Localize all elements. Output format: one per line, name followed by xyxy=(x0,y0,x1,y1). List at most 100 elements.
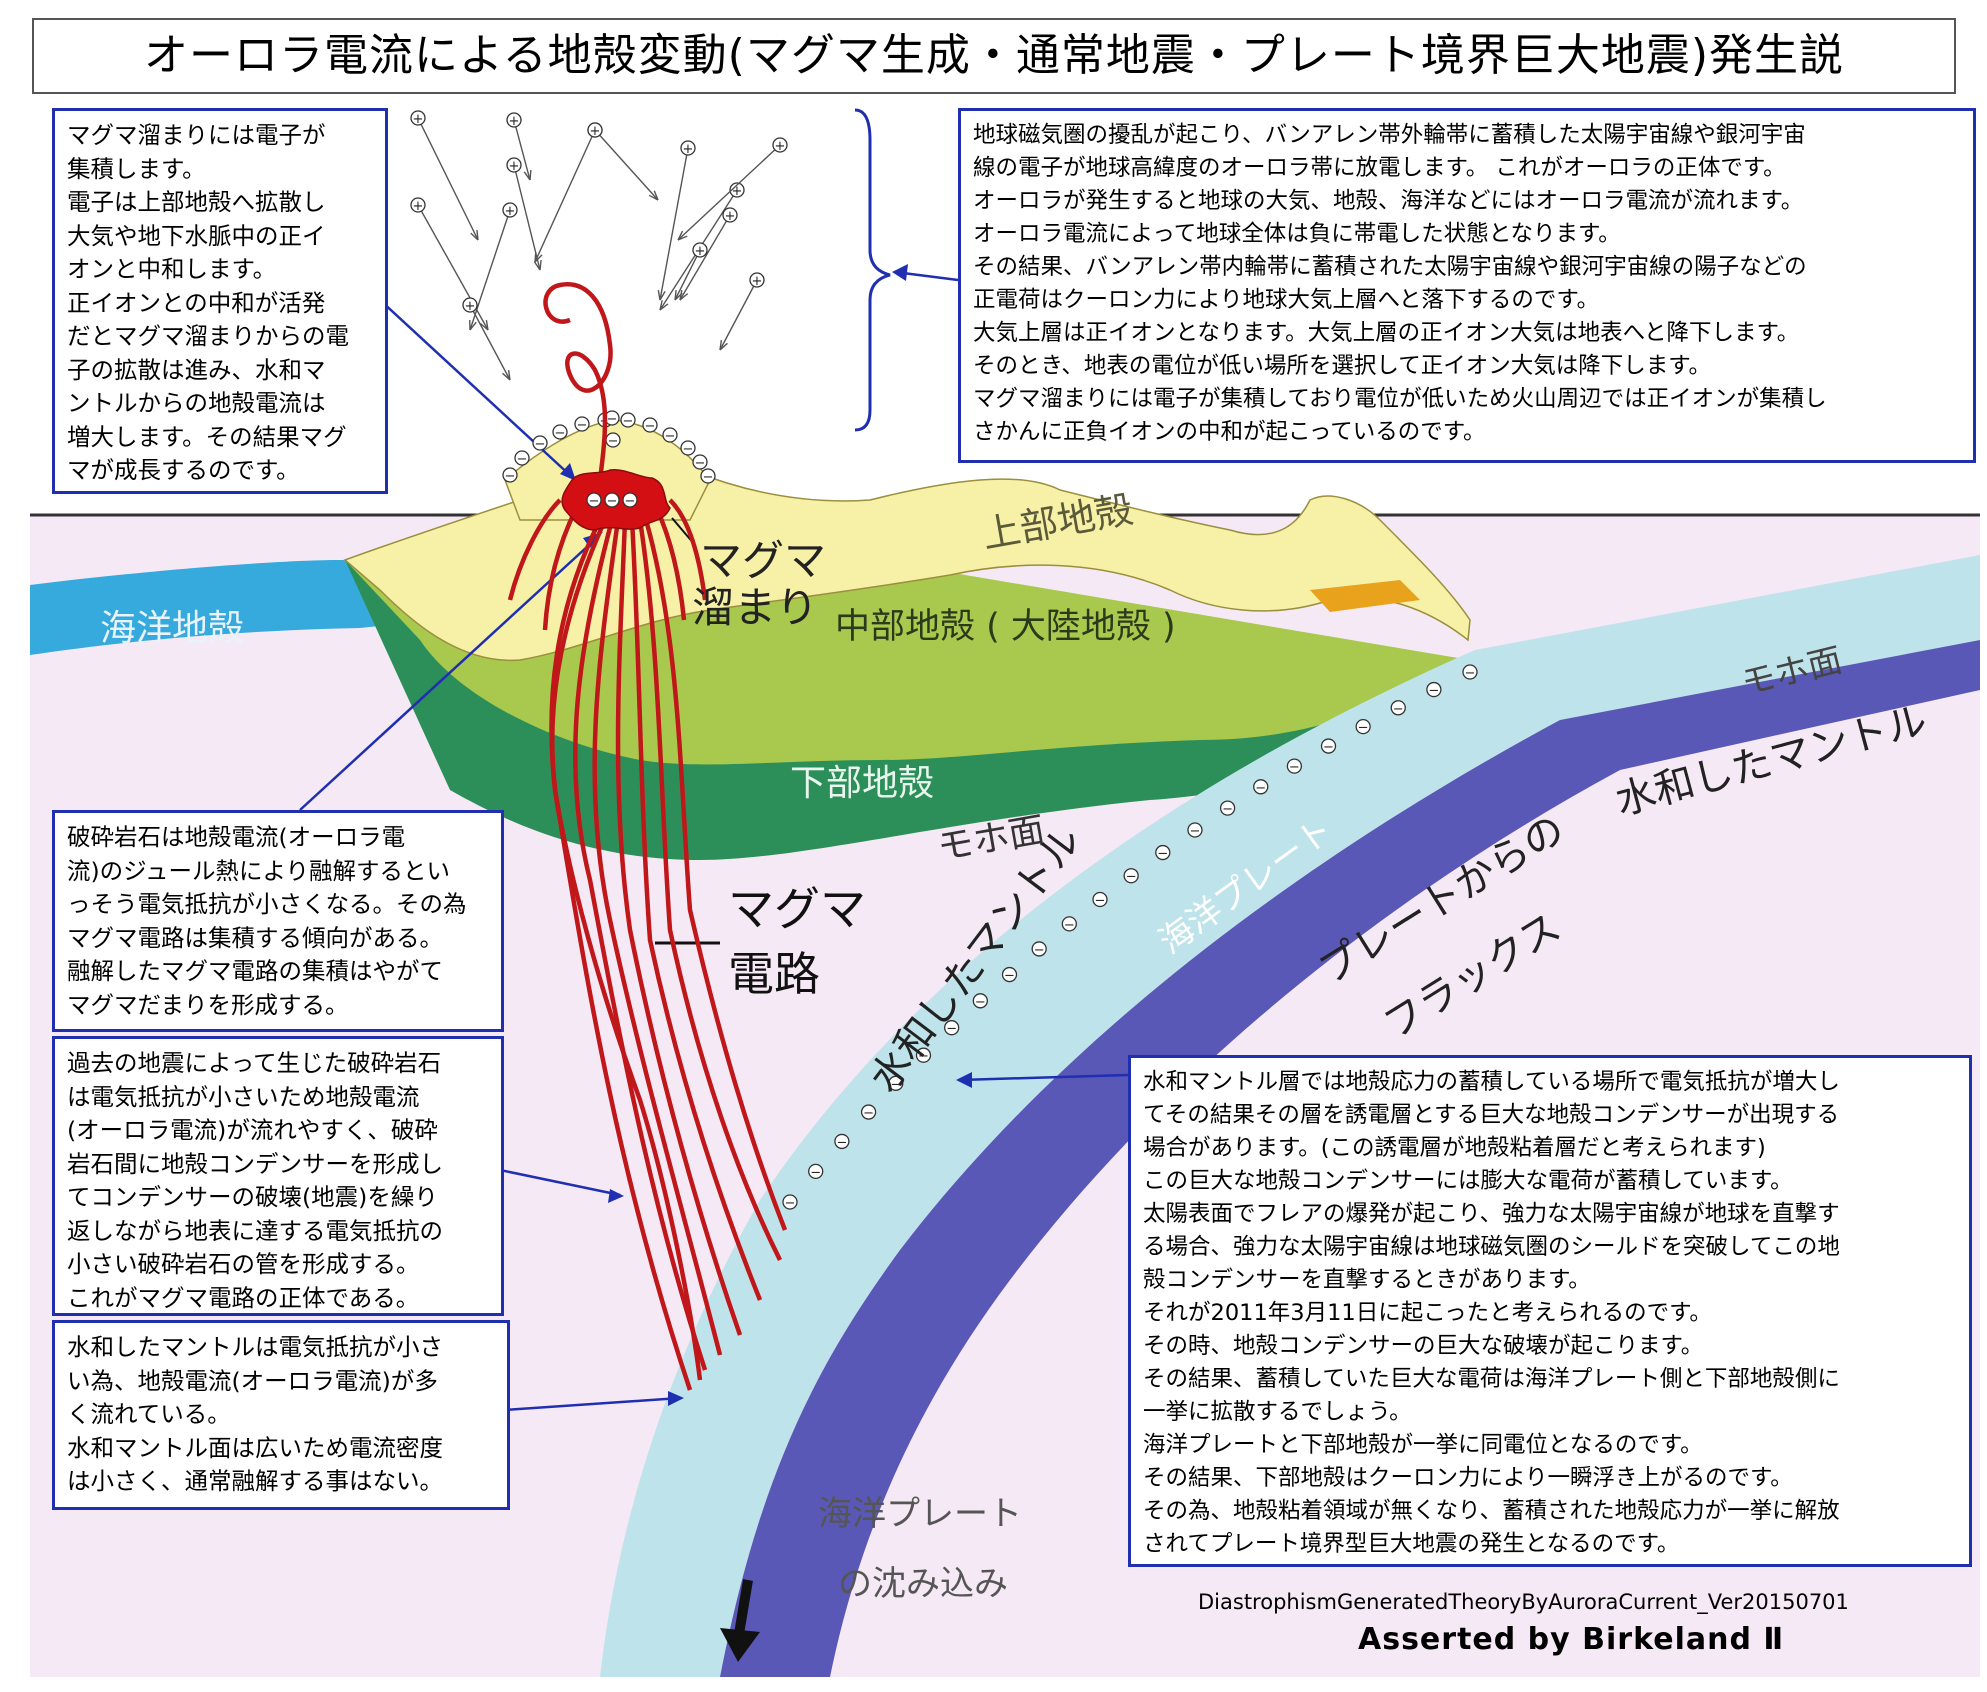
electron-sign: − xyxy=(517,452,528,467)
electron-symbol xyxy=(532,435,548,451)
proton-ray xyxy=(513,119,531,181)
electron-symbol xyxy=(700,468,716,484)
electron-symbol xyxy=(552,424,568,440)
proton-ray-head xyxy=(674,289,683,301)
proton-symbol xyxy=(462,297,478,313)
chamber-electron-sign: − xyxy=(589,494,600,509)
electron-sign: − xyxy=(1323,740,1334,755)
note-aurora: 地球磁気圏の擾乱が起こり、バンアレン帯外輪帯に蓄積した太陽宇宙線や銀河宇宙 線の… xyxy=(958,108,1976,463)
proton-sign: + xyxy=(413,199,424,214)
label-subduction-1: 海洋プレート xyxy=(818,1494,1022,1534)
chamber-electron-sign: − xyxy=(625,494,636,509)
proton-sign: + xyxy=(732,184,743,199)
proton-ray-head xyxy=(657,290,666,301)
electron-symbol xyxy=(680,440,696,456)
electron-sign: − xyxy=(1289,760,1300,775)
electron-symbol xyxy=(1061,916,1077,932)
chamber-electron-sign: − xyxy=(607,494,618,509)
electron-sign: − xyxy=(1255,781,1266,796)
proton-symbol xyxy=(410,197,426,213)
proton-ray-head xyxy=(534,251,543,263)
electron-sign: − xyxy=(1157,847,1168,862)
proton-sign: + xyxy=(509,114,520,129)
electron-symbol xyxy=(782,1194,798,1210)
proton-sign: + xyxy=(509,159,520,174)
electron-sign: − xyxy=(505,469,516,484)
page-title: オーロラ電流による地殻変動(マグマ生成・通常地震・プレート境界巨大地震)発生説 xyxy=(32,18,1956,94)
version-label: DiastrophismGeneratedTheoryByAuroraCurre… xyxy=(1198,1590,1849,1614)
proton-ray-head xyxy=(533,259,542,271)
proton-ray xyxy=(594,129,659,201)
sediment-wedge xyxy=(1310,580,1420,612)
electron-sign: − xyxy=(645,419,656,434)
note-megaquake: 水和マントル層では地殻応力の蓄積している場所で電気抵抗が増大し てその結果その層… xyxy=(1128,1055,1972,1567)
proton-symbol xyxy=(772,137,788,153)
label-subduction-2: の沈み込み xyxy=(838,1564,1008,1604)
electron-symbol xyxy=(860,1104,877,1120)
electron-sign: − xyxy=(946,1022,957,1037)
proton-sign: + xyxy=(413,112,424,127)
electron-symbol xyxy=(834,1133,850,1150)
proton-sign: + xyxy=(752,274,763,289)
proton-ray-head xyxy=(659,300,669,311)
proton-ray xyxy=(417,117,479,241)
arrow-megaquake xyxy=(959,1073,1129,1082)
electron-sign: − xyxy=(607,412,618,427)
electron-symbol xyxy=(972,993,988,1009)
electron-symbol xyxy=(1092,891,1108,908)
author-label: Asserted by Birkeland Ⅱ xyxy=(1358,1622,1785,1657)
hydrated-mantle-band xyxy=(600,555,1980,1677)
chamber-electrons: −−− xyxy=(586,492,638,509)
proton-ray xyxy=(677,144,781,241)
electron-symbol xyxy=(808,1163,824,1180)
electron-symbol xyxy=(1123,868,1139,884)
proton-symbol xyxy=(749,272,765,288)
proton-rays: ++++++++++++++ xyxy=(410,110,788,381)
electron-sign: − xyxy=(577,418,588,433)
electron-symbol xyxy=(662,427,678,443)
electron-sign: − xyxy=(1095,894,1106,909)
proton-ray xyxy=(534,129,596,263)
proton-ray xyxy=(719,279,758,351)
electron-symbol xyxy=(888,1075,904,1091)
electron-symbol xyxy=(1355,718,1371,735)
electron-sign: − xyxy=(1393,702,1404,717)
electron-sign: − xyxy=(1190,824,1201,839)
label-magma-circuit-2: 電路 xyxy=(728,947,820,1001)
electron-symbol xyxy=(1253,779,1269,795)
oceanic-crust xyxy=(30,560,440,655)
electron-sign: − xyxy=(1358,721,1369,736)
note-fractured-rock: 過去の地震によって生じた破砕岩石 は電気抵抗が小さいため地殻電流 (オーロラ電流… xyxy=(52,1036,504,1316)
proton-ray xyxy=(469,304,511,381)
label-oceanic-crust: 海洋地殻 xyxy=(100,608,244,649)
proton-sign: + xyxy=(683,142,694,157)
electron-sign: − xyxy=(535,437,546,452)
note-rock-melting: 破砕岩石は地殻電流(オーロラ電 流)のジュール熱により融解するとい っそう電気抵… xyxy=(52,810,504,1032)
electron-sign: − xyxy=(683,442,694,457)
electron-sign: − xyxy=(810,1165,821,1180)
electron-sign: − xyxy=(695,456,706,471)
label-middle-crust: 中部地殻 ( 大陸地殻 ) xyxy=(835,607,1176,647)
proton-symbol xyxy=(506,112,522,128)
electron-symbol xyxy=(642,417,658,433)
electron-sign: − xyxy=(785,1196,796,1211)
proton-sign: + xyxy=(590,124,601,139)
chamber-electron-symbol xyxy=(622,492,638,508)
electron-symbol xyxy=(502,467,518,483)
proton-symbol xyxy=(729,182,745,198)
electron-sign: − xyxy=(836,1135,847,1150)
electron-symbol xyxy=(1031,941,1047,957)
proton-sign: + xyxy=(465,299,476,314)
electron-symbol xyxy=(1187,822,1203,838)
electron-symbol xyxy=(1462,664,1478,680)
proton-symbol xyxy=(506,157,522,173)
proton-symbol xyxy=(587,122,603,138)
proton-symbol xyxy=(502,202,518,218)
proton-symbol xyxy=(722,207,738,223)
proton-ray-head xyxy=(523,169,532,181)
electron-sign: − xyxy=(1222,802,1233,817)
electron-symbol xyxy=(514,450,530,466)
proton-symbol xyxy=(680,140,696,156)
electron-sign: − xyxy=(1004,969,1015,984)
proton-sign: + xyxy=(725,209,736,224)
